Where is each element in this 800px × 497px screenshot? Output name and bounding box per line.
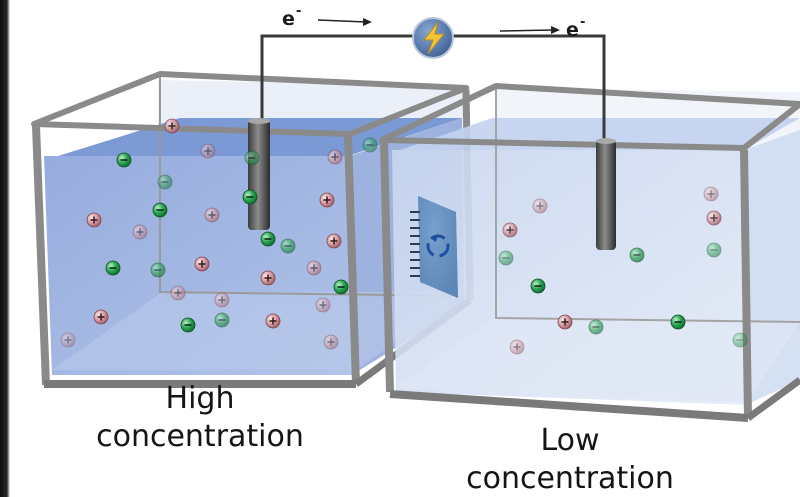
cation-particle [306,260,322,276]
anion-particle [260,231,276,247]
cation-particle [200,143,216,159]
right-electrode [596,140,616,250]
anion-particle [732,332,748,348]
electron-label-left: e [282,8,295,30]
caption-high-line2: concentration [96,419,304,454]
anion-particle [157,174,173,190]
left-tank-floor [52,292,466,370]
electron-charge-right: - [580,15,585,30]
electron-label-right: e [566,19,579,41]
ion-particles [60,118,748,355]
right-tank-floor [396,318,800,402]
electron-flow-left: e - [282,4,372,30]
arrow-right-icon [363,18,372,26]
cation-particle [326,233,342,249]
cation-particle [194,256,210,272]
anion-particle [362,137,378,153]
cation-particle [204,207,220,223]
cation-particle [703,186,719,202]
anion-particle [180,317,196,333]
high-concentration-caption: High concentration [70,380,330,456]
caption-high-line1: High [165,381,235,416]
anion-particle [629,247,645,263]
anion-particle [498,250,514,266]
anion-particle [152,202,168,218]
cation-particle [706,210,722,226]
anion-particle [530,278,546,294]
electron-charge-left: - [296,4,301,19]
anion-particle [242,189,258,205]
anion-particle [333,279,349,295]
cation-particle [93,309,109,325]
lightning-bolt-icon [412,17,454,59]
caption-low-line1: Low [540,423,600,458]
cation-particle [327,149,343,165]
cation-particle [60,332,76,348]
electron-flow-right: e - [499,15,585,41]
cation-particle [265,313,281,329]
anion-particle [588,319,604,335]
anion-particle [116,152,132,168]
anion-particle [706,242,722,258]
arrow-right-icon [551,26,560,34]
anion-particle [670,314,686,330]
low-concentration-tank [379,83,800,422]
cation-particle [260,270,276,286]
cation-particle [319,192,335,208]
left-electrode [248,120,270,230]
cation-particle [532,198,548,214]
cation-particle [214,292,230,308]
cation-particle [86,212,102,228]
cation-particle [164,118,180,134]
left-tank-frame [31,71,469,137]
cation-particle [323,334,339,350]
cation-particle [509,339,525,355]
cation-particle [502,222,518,238]
cation-particle [557,314,573,330]
ion-exchange-membrane-icon [410,196,458,298]
anion-particle [280,238,296,254]
anion-particle [214,312,230,328]
caption-low-line2: concentration [466,461,674,496]
right-tank-frame [379,83,800,151]
anion-particle [150,262,166,278]
cation-particle [170,285,186,301]
anion-particle [244,150,260,166]
cation-particle [132,224,148,240]
low-concentration-caption: Low concentration [420,422,720,497]
anion-particle [105,260,121,276]
cation-particle [315,297,331,313]
